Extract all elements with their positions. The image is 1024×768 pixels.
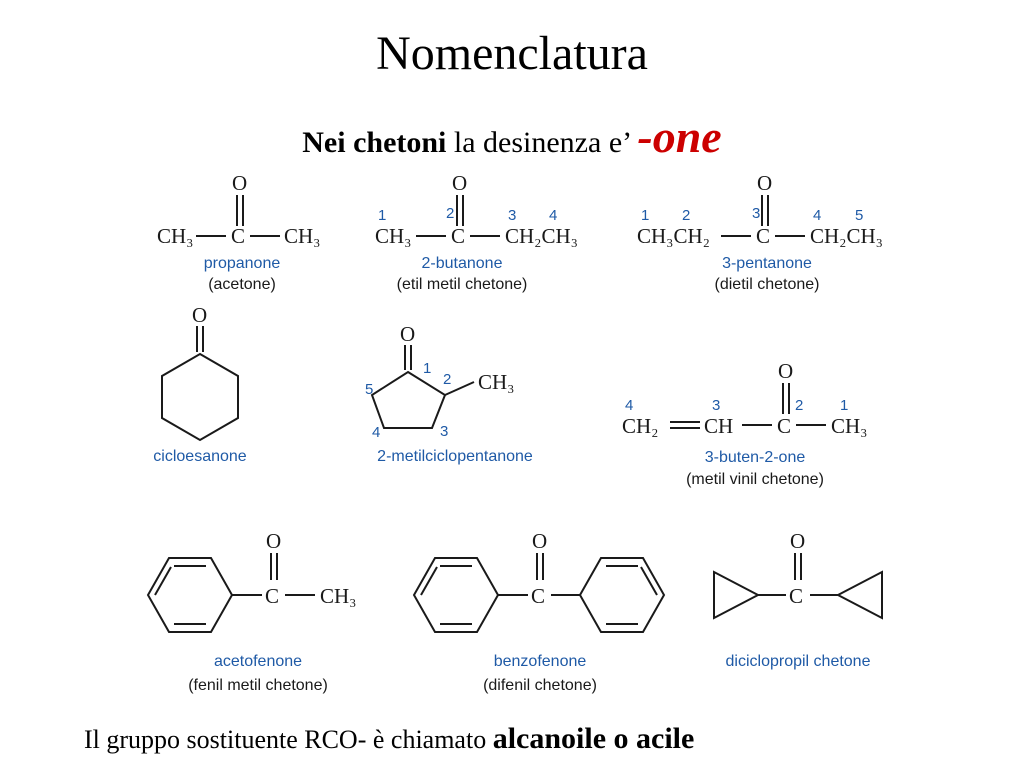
structure-propanone: O CH₃ C CH₃ propanone (acetone) <box>157 171 321 293</box>
oxygen-label: O <box>757 171 772 195</box>
methyl-label: CH₃ <box>478 370 515 394</box>
structure-butenone: O 4 3 2 1 CH₂ CH C CH₃ 3-buten-2-one (me… <box>622 359 868 488</box>
compound-name: benzofenone <box>494 653 587 670</box>
compound-common-name: (etil metil chetone) <box>397 276 528 293</box>
carbon-number: 3 <box>752 205 760 222</box>
structure-methylcyclopentanone: O CH₃ 1 2 3 4 5 2-metilciclopentanone <box>365 322 533 465</box>
structure-benzophenone: O C benzofenone (difenil chetone) <box>412 529 666 694</box>
oxygen-label: O <box>192 303 207 327</box>
carbon-number: 1 <box>840 397 848 414</box>
carbon-number: 1 <box>641 207 649 224</box>
subtitle-normal: la desinenza e’ <box>446 126 638 159</box>
compound-name: 3-buten-2-one <box>705 449 806 466</box>
subtitle-suffix: -one <box>637 111 722 162</box>
carbon-label: C <box>756 224 770 248</box>
carbon-number: 4 <box>813 207 821 224</box>
carbon-label: C <box>231 224 245 248</box>
compound-name: diciclopropil chetone <box>726 653 871 670</box>
ethyl-label: CH₃CH₂ <box>637 224 710 248</box>
carbon-number: 2 <box>446 205 454 222</box>
carbon-number: 4 <box>549 207 557 224</box>
slide-footer: Il gruppo sostituente RCO- è chiamato al… <box>84 722 984 756</box>
carbon-number: 3 <box>440 423 448 440</box>
methyl-label: CH₃ <box>157 224 194 248</box>
structure-pentanone: O 1 2 3 4 5 CH₃CH₂ C CH₂CH₃ 3-pentanone … <box>637 171 883 293</box>
oxygen-label: O <box>790 529 805 553</box>
footer-bold: alcanoile o acile <box>492 722 695 755</box>
slide-title: Nomenclatura <box>376 27 648 80</box>
structure-dicyclopropyl: O C diciclopropil chetone <box>713 529 883 670</box>
structure-butanone: O 1 2 3 4 CH₃ C CH₂CH₃ 2-butanone (etil … <box>375 171 578 293</box>
slide-subtitle: Nei chetoni la desinenza e’ -one <box>0 110 1024 163</box>
carbon-number: 2 <box>443 371 451 388</box>
methyl-label: CH₃ <box>375 224 412 248</box>
oxygen-label: O <box>266 529 281 553</box>
carbon-label: C <box>451 224 465 248</box>
methyl-label: CH₃ <box>320 584 357 608</box>
oxygen-label: O <box>400 322 415 346</box>
structure-acetophenone: O C CH₃ acetofenone (fenil metil chetone… <box>146 529 357 694</box>
compound-name: cicloesanone <box>153 448 247 465</box>
compound-common-name: (acetone) <box>208 276 276 293</box>
subtitle-bold: Nei chetoni <box>302 126 447 159</box>
compound-name: propanone <box>204 255 281 272</box>
carbon-label: C <box>265 584 279 608</box>
ethyl-label: CH₂CH₃ <box>810 224 883 248</box>
carbon-number: 2 <box>682 207 690 224</box>
footer-normal: Il gruppo sostituente RCO- è chiamato <box>84 725 493 754</box>
structure-cyclohexanone: O cicloesanone <box>153 303 247 465</box>
oxygen-label: O <box>232 171 247 195</box>
compound-name: 2-metilciclopentanone <box>377 448 533 465</box>
methyl-label: CH₃ <box>831 414 868 438</box>
carbon-label: C <box>531 584 545 608</box>
carbon-number: 5 <box>855 207 863 224</box>
carbon-number: 5 <box>365 381 373 398</box>
carbon-number: 3 <box>508 207 516 224</box>
methylene-label: CH₂ <box>622 414 659 438</box>
compound-common-name: (difenil chetone) <box>483 677 597 694</box>
methine-label: CH <box>704 414 733 438</box>
compound-common-name: (fenil metil chetone) <box>188 677 328 694</box>
compound-common-name: (dietil chetone) <box>715 276 820 293</box>
ethyl-label: CH₂CH₃ <box>505 224 578 248</box>
carbon-number: 2 <box>795 397 803 414</box>
carbon-number: 1 <box>378 207 386 224</box>
methyl-label: CH₃ <box>284 224 321 248</box>
compound-name: 2-butanone <box>422 255 503 272</box>
carbon-number: 4 <box>625 397 633 414</box>
carbon-number: 1 <box>423 360 431 377</box>
oxygen-label: O <box>452 171 467 195</box>
compound-name: 3-pentanone <box>722 255 812 272</box>
carbon-number: 4 <box>372 424 380 441</box>
carbon-label: C <box>789 584 803 608</box>
carbon-label: C <box>777 414 791 438</box>
carbon-number: 3 <box>712 397 720 414</box>
oxygen-label: O <box>532 529 547 553</box>
compound-name: acetofenone <box>214 653 302 670</box>
oxygen-label: O <box>778 359 793 383</box>
compound-common-name: (metil vinil chetone) <box>686 471 824 488</box>
